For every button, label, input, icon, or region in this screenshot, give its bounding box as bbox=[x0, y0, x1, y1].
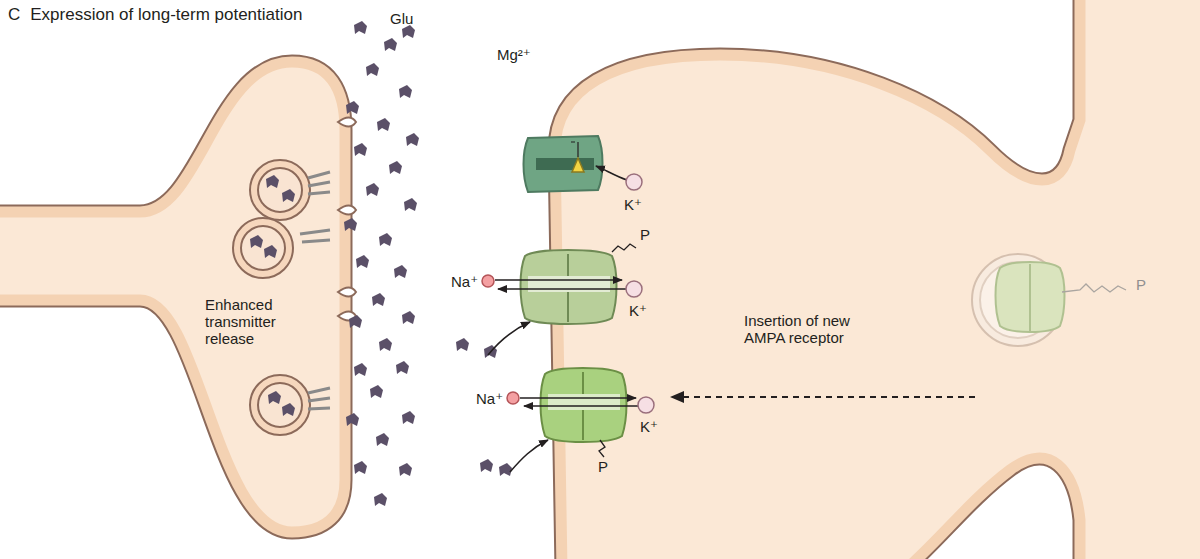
glutamate bbox=[406, 133, 419, 146]
nmda-receptor bbox=[524, 136, 643, 192]
glutamate bbox=[456, 338, 469, 351]
label: P bbox=[1136, 276, 1146, 293]
glutamate bbox=[377, 118, 390, 131]
glutamate bbox=[384, 38, 397, 51]
insertion-arrowhead bbox=[670, 391, 684, 403]
label: Glu bbox=[390, 10, 413, 27]
glutamate bbox=[366, 63, 379, 76]
glutamate bbox=[346, 101, 359, 114]
glutamate bbox=[266, 175, 279, 188]
glutamate bbox=[354, 21, 367, 34]
glutamate bbox=[376, 433, 389, 446]
glutamate bbox=[268, 391, 281, 404]
glutamate bbox=[402, 411, 415, 424]
glutamate bbox=[282, 189, 295, 202]
receptor-vesicle bbox=[972, 254, 1126, 346]
glutamate bbox=[399, 85, 412, 98]
glutamate bbox=[372, 293, 385, 306]
glutamate-molecules bbox=[250, 21, 512, 506]
glutamate bbox=[344, 218, 357, 231]
label: K⁺ bbox=[640, 418, 658, 435]
glutamate bbox=[399, 463, 412, 476]
glutamate bbox=[404, 198, 417, 211]
label: Na⁺ bbox=[451, 273, 478, 290]
glutamate bbox=[366, 183, 379, 196]
glutamate bbox=[349, 315, 362, 328]
label: Na⁺ bbox=[476, 390, 503, 407]
glutamate bbox=[402, 311, 415, 324]
glutamate bbox=[346, 413, 359, 426]
label: Enhanced transmitter release bbox=[205, 296, 320, 347]
insertion-arrow bbox=[680, 396, 975, 398]
panel-title: C bbox=[8, 6, 20, 23]
glutamate bbox=[379, 233, 392, 246]
label: Mg²⁺ bbox=[497, 46, 531, 63]
panel-title: Expression of long-term potentiation bbox=[30, 6, 302, 23]
glutamate bbox=[394, 265, 407, 278]
glutamate bbox=[396, 361, 409, 374]
label: K⁺ bbox=[629, 302, 647, 319]
label: Insertion of new AMPA receptor bbox=[744, 312, 874, 346]
docking-proteins bbox=[300, 172, 330, 409]
glutamate bbox=[354, 363, 367, 376]
glutamate bbox=[264, 245, 277, 258]
label: P bbox=[640, 226, 650, 243]
glutamate bbox=[354, 461, 367, 474]
ampa-receptor bbox=[482, 244, 642, 355]
glutamate bbox=[499, 463, 512, 476]
glutamate bbox=[250, 235, 263, 248]
glutamate bbox=[374, 493, 387, 506]
presynaptic-terminal bbox=[0, 62, 356, 532]
label: P bbox=[598, 458, 608, 475]
glutamate bbox=[354, 143, 367, 156]
glutamate bbox=[389, 161, 402, 174]
glutamate bbox=[379, 338, 392, 351]
glutamate bbox=[370, 385, 383, 398]
glutamate bbox=[282, 403, 295, 416]
glutamate bbox=[356, 255, 369, 268]
label: K⁺ bbox=[624, 196, 642, 213]
glutamate bbox=[480, 459, 493, 472]
ampa-receptor-new bbox=[507, 368, 654, 472]
postsynaptic-spine bbox=[555, 0, 1200, 559]
